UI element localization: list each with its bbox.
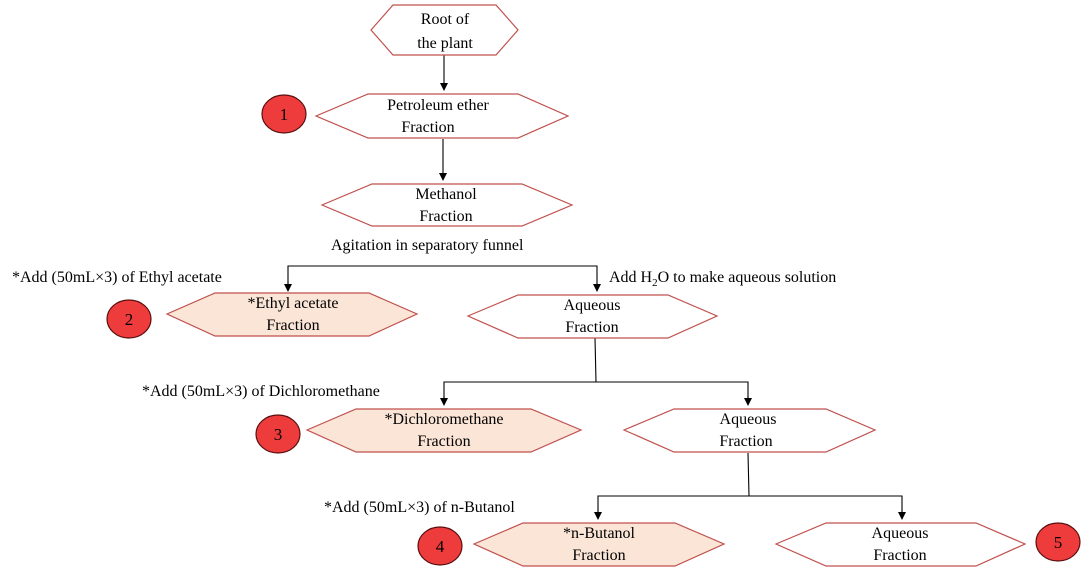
node-methanol-shape — [320, 183, 574, 227]
annotation-agitation: Agitation in separatory funnel — [331, 237, 524, 254]
stem-aqueous-1 — [594, 337, 597, 383]
badge-5: 5 — [1035, 522, 1081, 562]
badge-4-label: 4 — [436, 537, 445, 556]
node-ethyl-line1: *Ethyl acetate — [247, 295, 338, 312]
badge-5-label: 5 — [1054, 533, 1063, 552]
node-root-line1: Root of — [421, 11, 470, 28]
node-dichloromethane: *Dichloromethane Fraction — [305, 408, 583, 453]
annotation-add-water: Add H2O to make aqueous solution — [609, 269, 836, 289]
node-root-line2: the plant — [417, 35, 473, 52]
node-dcm-line2: Fraction — [417, 433, 470, 450]
node-aqueous-2-line2: Fraction — [719, 433, 772, 450]
badge-2-label: 2 — [125, 310, 134, 329]
node-ethyl-line2: Fraction — [266, 317, 319, 334]
badge-3-circle — [255, 414, 301, 454]
badge-4-circle — [417, 526, 463, 566]
node-methanol: Methanol Fraction — [320, 183, 574, 227]
badge-2: 2 — [106, 299, 152, 339]
node-methanol-line2: Fraction — [419, 208, 472, 225]
node-ethyl-shape — [165, 292, 419, 337]
node-aqueous-2-shape — [622, 408, 877, 453]
node-aqueous-1-line1: Aqueous — [564, 297, 621, 314]
annotation-add-dichloromethane: *Add (50mL×3) of Dichloromethane — [142, 383, 380, 400]
node-butanol-line1: *n-Butanol — [563, 525, 636, 542]
node-aqueous-1: Aqueous Fraction — [466, 294, 719, 339]
node-root: Root of the plant — [370, 4, 519, 56]
node-aqueous-3-line1: Aqueous — [872, 525, 929, 542]
node-dcm-line1: *Dichloromethane — [384, 411, 503, 428]
node-aqueous-3: Aqueous Fraction — [774, 522, 1027, 567]
node-petroleum-line1: Petroleum ether — [387, 97, 489, 114]
node-aqueous-1-shape — [466, 294, 719, 339]
node-aqueous-2-line1: Aqueous — [720, 411, 777, 428]
node-aqueous-1-line2: Fraction — [565, 319, 618, 336]
annotation-add-butanol: *Add (50mL×3) of n-Butanol — [324, 499, 515, 516]
node-root-shape — [370, 4, 519, 56]
node-butanol-line2: Fraction — [572, 547, 625, 564]
badge-1-circle — [261, 94, 307, 134]
badge-1: 1 — [261, 94, 307, 134]
badge-3: 3 — [255, 414, 301, 454]
badge-2-circle — [106, 299, 152, 339]
node-methanol-line1: Methanol — [415, 186, 477, 203]
connectors — [284, 55, 906, 520]
badge-1-label: 1 — [280, 105, 289, 124]
split-connector-3 — [597, 495, 903, 518]
badge-5-circle — [1035, 522, 1081, 562]
stem-aqueous-2 — [747, 452, 750, 497]
split-connector-2 — [443, 381, 749, 404]
badge-3-label: 3 — [274, 425, 283, 444]
split-connector-1 — [287, 265, 598, 290]
node-petroleum-ether: Petroleum ether Fraction — [314, 93, 570, 139]
badge-4: 4 — [417, 526, 463, 566]
node-petroleum-line2: Fraction — [401, 119, 454, 136]
node-dcm-shape — [305, 408, 583, 453]
node-aqueous-3-shape — [774, 522, 1027, 567]
node-petroleum-shape — [314, 93, 570, 139]
annotation-add-ethyl-acetate: *Add (50mL×3) of Ethyl acetate — [12, 269, 222, 286]
node-aqueous-3-line2: Fraction — [873, 547, 926, 564]
node-ethyl-acetate: *Ethyl acetate Fraction — [165, 292, 419, 337]
node-butanol-shape — [472, 522, 726, 567]
node-n-butanol: *n-Butanol Fraction — [472, 522, 726, 567]
node-aqueous-2: Aqueous Fraction — [622, 408, 877, 453]
